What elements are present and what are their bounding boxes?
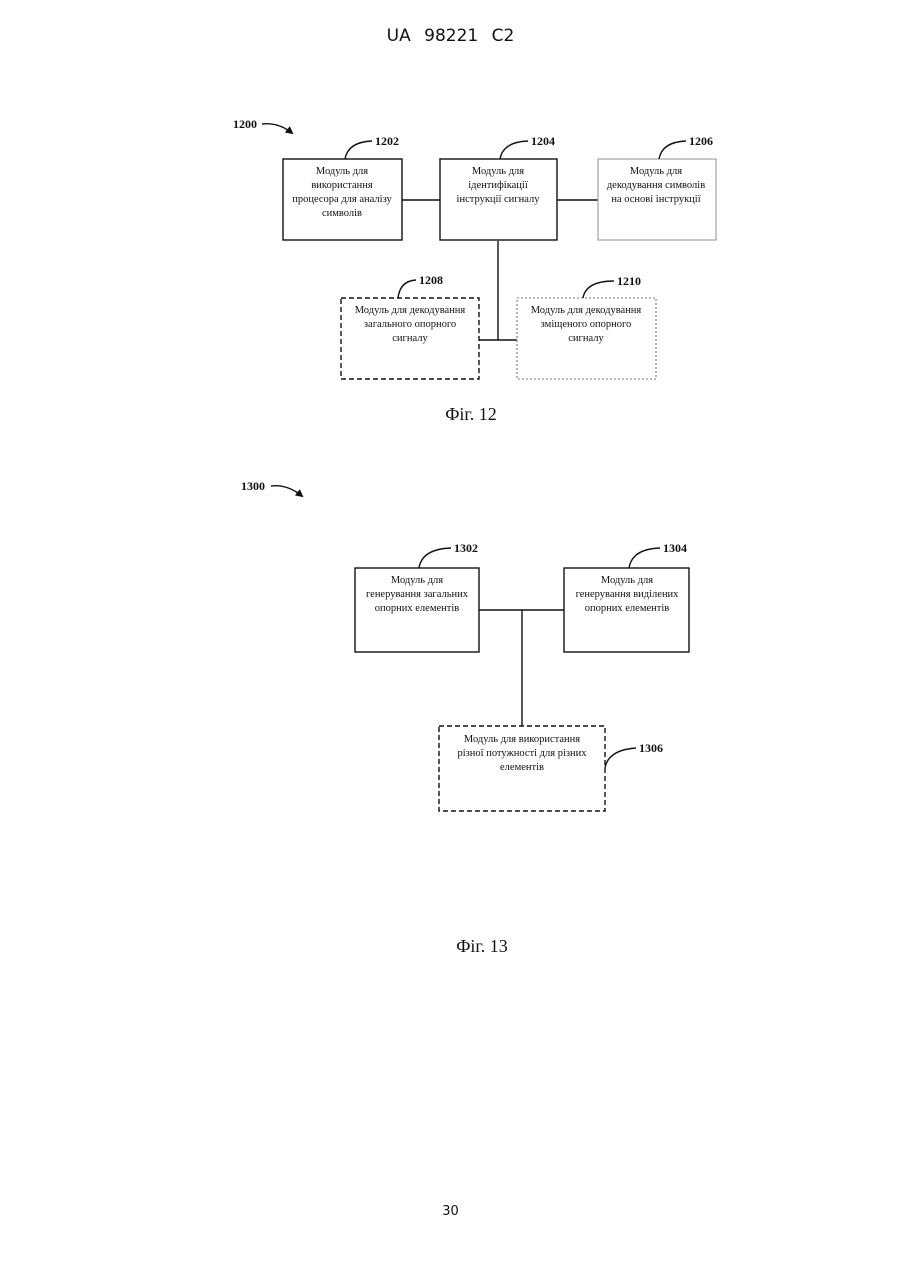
module-1202-line-4: символів xyxy=(322,208,362,219)
page-number: 30 xyxy=(0,1204,901,1219)
module-1208-line-1: Модуль для декодування xyxy=(355,305,466,316)
module-1302: Модуль для генерування загальних опорних… xyxy=(355,541,479,652)
module-1204-line-2: ідентифікації xyxy=(468,180,528,191)
module-1302-line-1: Модуль для xyxy=(391,575,443,586)
fig13-caption: Фіг. 13 xyxy=(456,936,508,956)
module-1210-line-2: зміщеного опорного xyxy=(541,319,632,330)
module-1202-line-2: використання xyxy=(311,180,373,191)
module-1206-line-2: декодування символів xyxy=(607,180,705,191)
fig12: 1200 Модуль для використання процесора д… xyxy=(233,117,716,424)
module-1306-ref: 1306 xyxy=(639,741,663,755)
module-1204-line-3: інструкції сигналу xyxy=(457,194,541,205)
fig12-caption: Фіг. 12 xyxy=(445,404,497,424)
module-1302-line-2: генерування загальних xyxy=(366,589,469,600)
module-1210-line-1: Модуль для декодування xyxy=(531,305,642,316)
module-1206: Модуль для декодування символів на основ… xyxy=(598,134,716,240)
module-1210-ref: 1210 xyxy=(617,274,641,288)
module-1202: Модуль для використання процесора для ан… xyxy=(283,134,402,240)
module-1306-leader xyxy=(605,748,636,768)
module-1208-line-2: загального опорного xyxy=(364,319,456,330)
module-1204-leader xyxy=(500,141,528,159)
module-1304-line-1: Модуль для xyxy=(601,575,653,586)
module-1202-line-3: процесора для аналізу xyxy=(292,194,392,205)
module-1208-ref: 1208 xyxy=(419,273,443,287)
module-1304-line-2: генерування виділених xyxy=(576,589,680,600)
module-1306-line-2: різної потужності для різних xyxy=(457,748,587,759)
module-1202-leader xyxy=(345,141,372,159)
module-1206-line-3: на основі інструкції xyxy=(611,194,700,205)
fig13-main-arrow xyxy=(271,486,302,496)
module-1204: Модуль для ідентифікації інструкції сигн… xyxy=(440,134,557,240)
module-1304-leader xyxy=(629,548,660,568)
module-1208-leader xyxy=(398,280,416,298)
module-1302-line-3: опорних елементів xyxy=(375,603,459,614)
module-1302-ref: 1302 xyxy=(454,541,478,555)
module-1206-leader xyxy=(659,141,686,159)
module-1304-ref: 1304 xyxy=(663,541,687,555)
module-1208-line-3: сигналу xyxy=(392,333,428,344)
module-1202-line-1: Модуль для xyxy=(316,166,368,177)
module-1210-line-3: сигналу xyxy=(568,333,604,344)
module-1210: Модуль для декодування зміщеного опорног… xyxy=(517,274,656,379)
module-1304: Модуль для генерування виділених опорних… xyxy=(564,541,689,652)
module-1210-leader xyxy=(583,281,614,298)
fig13: 1300 Модуль для генерування загальних оп… xyxy=(241,479,689,956)
fig12-ref-1200: 1200 xyxy=(233,117,257,131)
module-1206-line-1: Модуль для xyxy=(630,166,682,177)
module-1302-leader xyxy=(419,548,451,568)
module-1204-ref: 1204 xyxy=(531,134,555,148)
fig13-ref-1300: 1300 xyxy=(241,479,265,493)
module-1204-line-1: Модуль для xyxy=(472,166,524,177)
module-1208: Модуль для декодування загального опорно… xyxy=(341,273,479,379)
module-1306-line-1: Модуль для використання xyxy=(464,734,580,745)
module-1306: Модуль для використання різної потужност… xyxy=(439,726,663,811)
module-1202-ref: 1202 xyxy=(375,134,399,148)
module-1306-line-3: елементів xyxy=(500,762,544,773)
module-1304-line-3: опорних елементів xyxy=(585,603,669,614)
module-1206-ref: 1206 xyxy=(689,134,713,148)
fig12-main-arrow xyxy=(262,124,292,133)
